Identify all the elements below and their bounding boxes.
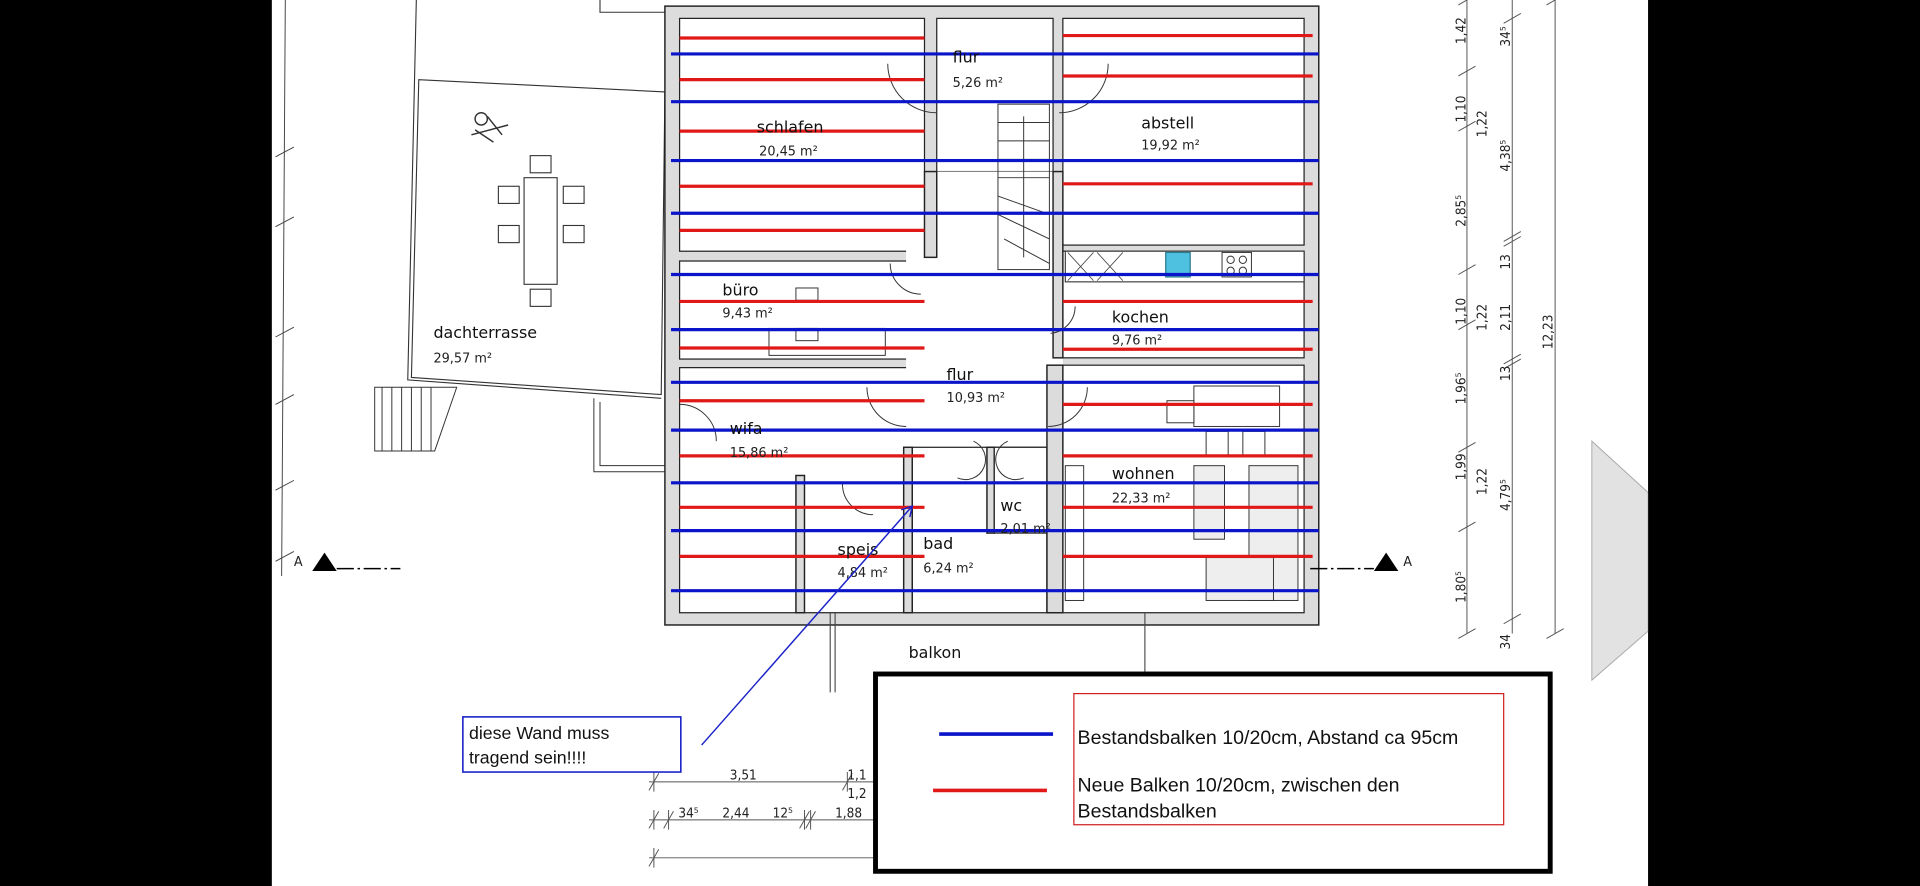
beams (671, 33, 1319, 593)
dimension-tick (1458, 521, 1476, 533)
dim-text: 1,10 (1454, 298, 1470, 325)
dimension-tick (1503, 358, 1522, 370)
bottom-dimension-texts: 3,51 1,1 1,2 34⁵ 2,44 12⁵ 1,88 (678, 767, 866, 821)
room-area-kochen: 9,76 m² (1112, 333, 1162, 348)
dim-text: 1,42 (1454, 17, 1470, 44)
exterior-stairs (374, 386, 665, 473)
dachterrasse-outline (374, 0, 666, 473)
dimension-tick (1503, 613, 1522, 625)
dimension-tick (1546, 628, 1564, 639)
room-area-buero: 9,43 m² (722, 306, 772, 321)
room-area-flur-mid: 10,93 m² (947, 391, 1006, 406)
dim-text: 4,38⁵ (1498, 140, 1514, 172)
room-area-abstell: 19,92 m² (1141, 139, 1200, 154)
dim-text: 1,22 (1475, 304, 1491, 331)
room-labels: schlafen 20,45 m² abstell 19,92 m² flur … (433, 47, 1199, 662)
section-mark-right: A (1310, 552, 1412, 572)
dim-text: 1,96⁵ (1454, 372, 1470, 404)
room-name-wifa: wifa (730, 419, 763, 438)
dim-text: 1,1 (847, 767, 866, 783)
room-name-flur-top: flur (953, 47, 980, 66)
building-walls (664, 5, 1320, 626)
room-area-dachterrasse: 29,57 m² (433, 352, 492, 367)
room-name-schlafen: schlafen (757, 117, 824, 136)
room-name-flur-mid: flur (947, 365, 974, 384)
dim-text: 1,22 (1475, 110, 1491, 137)
dim-text: 13 (1498, 254, 1514, 269)
left-black-margin (0, 0, 272, 886)
room-area-bad: 6,24 m² (923, 561, 973, 576)
dim-text: 2,85⁵ (1454, 195, 1470, 227)
dim-text: 13 (1498, 366, 1514, 381)
room-name-dachterrasse: dachterrasse (433, 323, 537, 342)
dim-text: 3,51 (730, 767, 757, 783)
dim-text: 1,22 (1475, 468, 1491, 495)
left-dimension-line (275, 0, 295, 576)
dim-text: 2,44 (722, 805, 749, 821)
bottom-dimensions (648, 772, 876, 868)
room-name-bad: bad (923, 534, 953, 553)
room-area-schlafen: 20,45 m² (759, 145, 818, 160)
dimension-tick (1503, 231, 1522, 242)
right-black-margin (1648, 0, 1920, 886)
dim-text: 2,11 (1498, 304, 1514, 331)
dimension-tick (1458, 65, 1476, 77)
dim-text: 34⁵ (678, 805, 698, 821)
balkon-outline (829, 612, 1146, 693)
room-name-abstell: abstell (1141, 114, 1194, 133)
dim-text: 1,88 (835, 805, 862, 821)
dimension-tick (1546, 0, 1557, 6)
annotation-line-2: tragend sein!!!! (469, 747, 586, 767)
room-area-wc: 2,01 m² (1000, 522, 1050, 537)
lounge-chair-icon (471, 112, 509, 143)
living-furniture (1064, 385, 1299, 601)
annotation-line-1: diese Wand muss (469, 723, 609, 743)
dim-text: 4,79⁵ (1498, 479, 1514, 511)
room-area-wifa: 15,86 m² (730, 446, 789, 461)
annotation-callout: diese Wand muss tragend sein!!!! (462, 505, 914, 773)
room-name-wc: wc (1000, 496, 1022, 515)
desk (768, 287, 886, 356)
room-name-wohnen: wohnen (1112, 464, 1175, 483)
dim-text: 1,99 (1454, 453, 1470, 480)
dim-text: 1,80⁵ (1454, 571, 1470, 603)
section-label-left: A (294, 555, 303, 570)
sink-icon (1165, 251, 1191, 278)
legend-label-new-2: Bestandsbalken (1078, 800, 1217, 822)
dimension-tick (1503, 236, 1522, 247)
dimension-tick (1458, 319, 1476, 331)
dim-text: 34 (1498, 634, 1514, 650)
dim-text: 1,2 (847, 786, 866, 802)
dimension-tick (1458, 264, 1476, 275)
legend-label-existing: Bestandsbalken 10/20cm, Abstand ca 95cm (1078, 727, 1459, 749)
kitchen-counter (1064, 250, 1305, 283)
room-name-balkon: balkon (909, 643, 962, 662)
room-area-wohnen: 22,33 m² (1112, 491, 1171, 506)
section-mark-left: A (294, 552, 401, 572)
room-name-speis: speis (838, 540, 879, 559)
legend: Bestandsbalken 10/20cm, Abstand ca 95cm … (873, 671, 1553, 874)
dim-text: 34⁵ (1498, 26, 1514, 46)
dimension-tick (1503, 13, 1522, 24)
dimension-tick (1458, 120, 1476, 132)
dim-total: 12,23 (1541, 315, 1557, 350)
dimension-tick (1458, 628, 1476, 639)
room-name-kochen: kochen (1112, 307, 1169, 326)
dimension-tick (1458, 441, 1476, 453)
dim-text: 12⁵ (773, 805, 793, 821)
annotation-pointer (701, 505, 913, 746)
right-dimensions (1458, 0, 1564, 639)
room-name-buero: büro (722, 280, 758, 299)
dim-text: 1,10 (1454, 96, 1470, 123)
section-label-right: A (1403, 555, 1412, 570)
door-arcs (679, 63, 1109, 516)
right-dimension-texts: 1,42 1,10 2,85⁵ 1,10 1,96⁵ 1,99 1,80⁵ 1,… (1454, 17, 1557, 649)
room-area-speis: 4,84 m² (838, 566, 888, 581)
dimension-tick (1458, 0, 1468, 6)
room-area-flur-top: 5,26 m² (953, 76, 1003, 91)
table-with-chairs (497, 155, 585, 307)
dimension-tick (1503, 353, 1522, 365)
legend-label-new-1: Neue Balken 10/20cm, zwischen den (1078, 775, 1400, 797)
